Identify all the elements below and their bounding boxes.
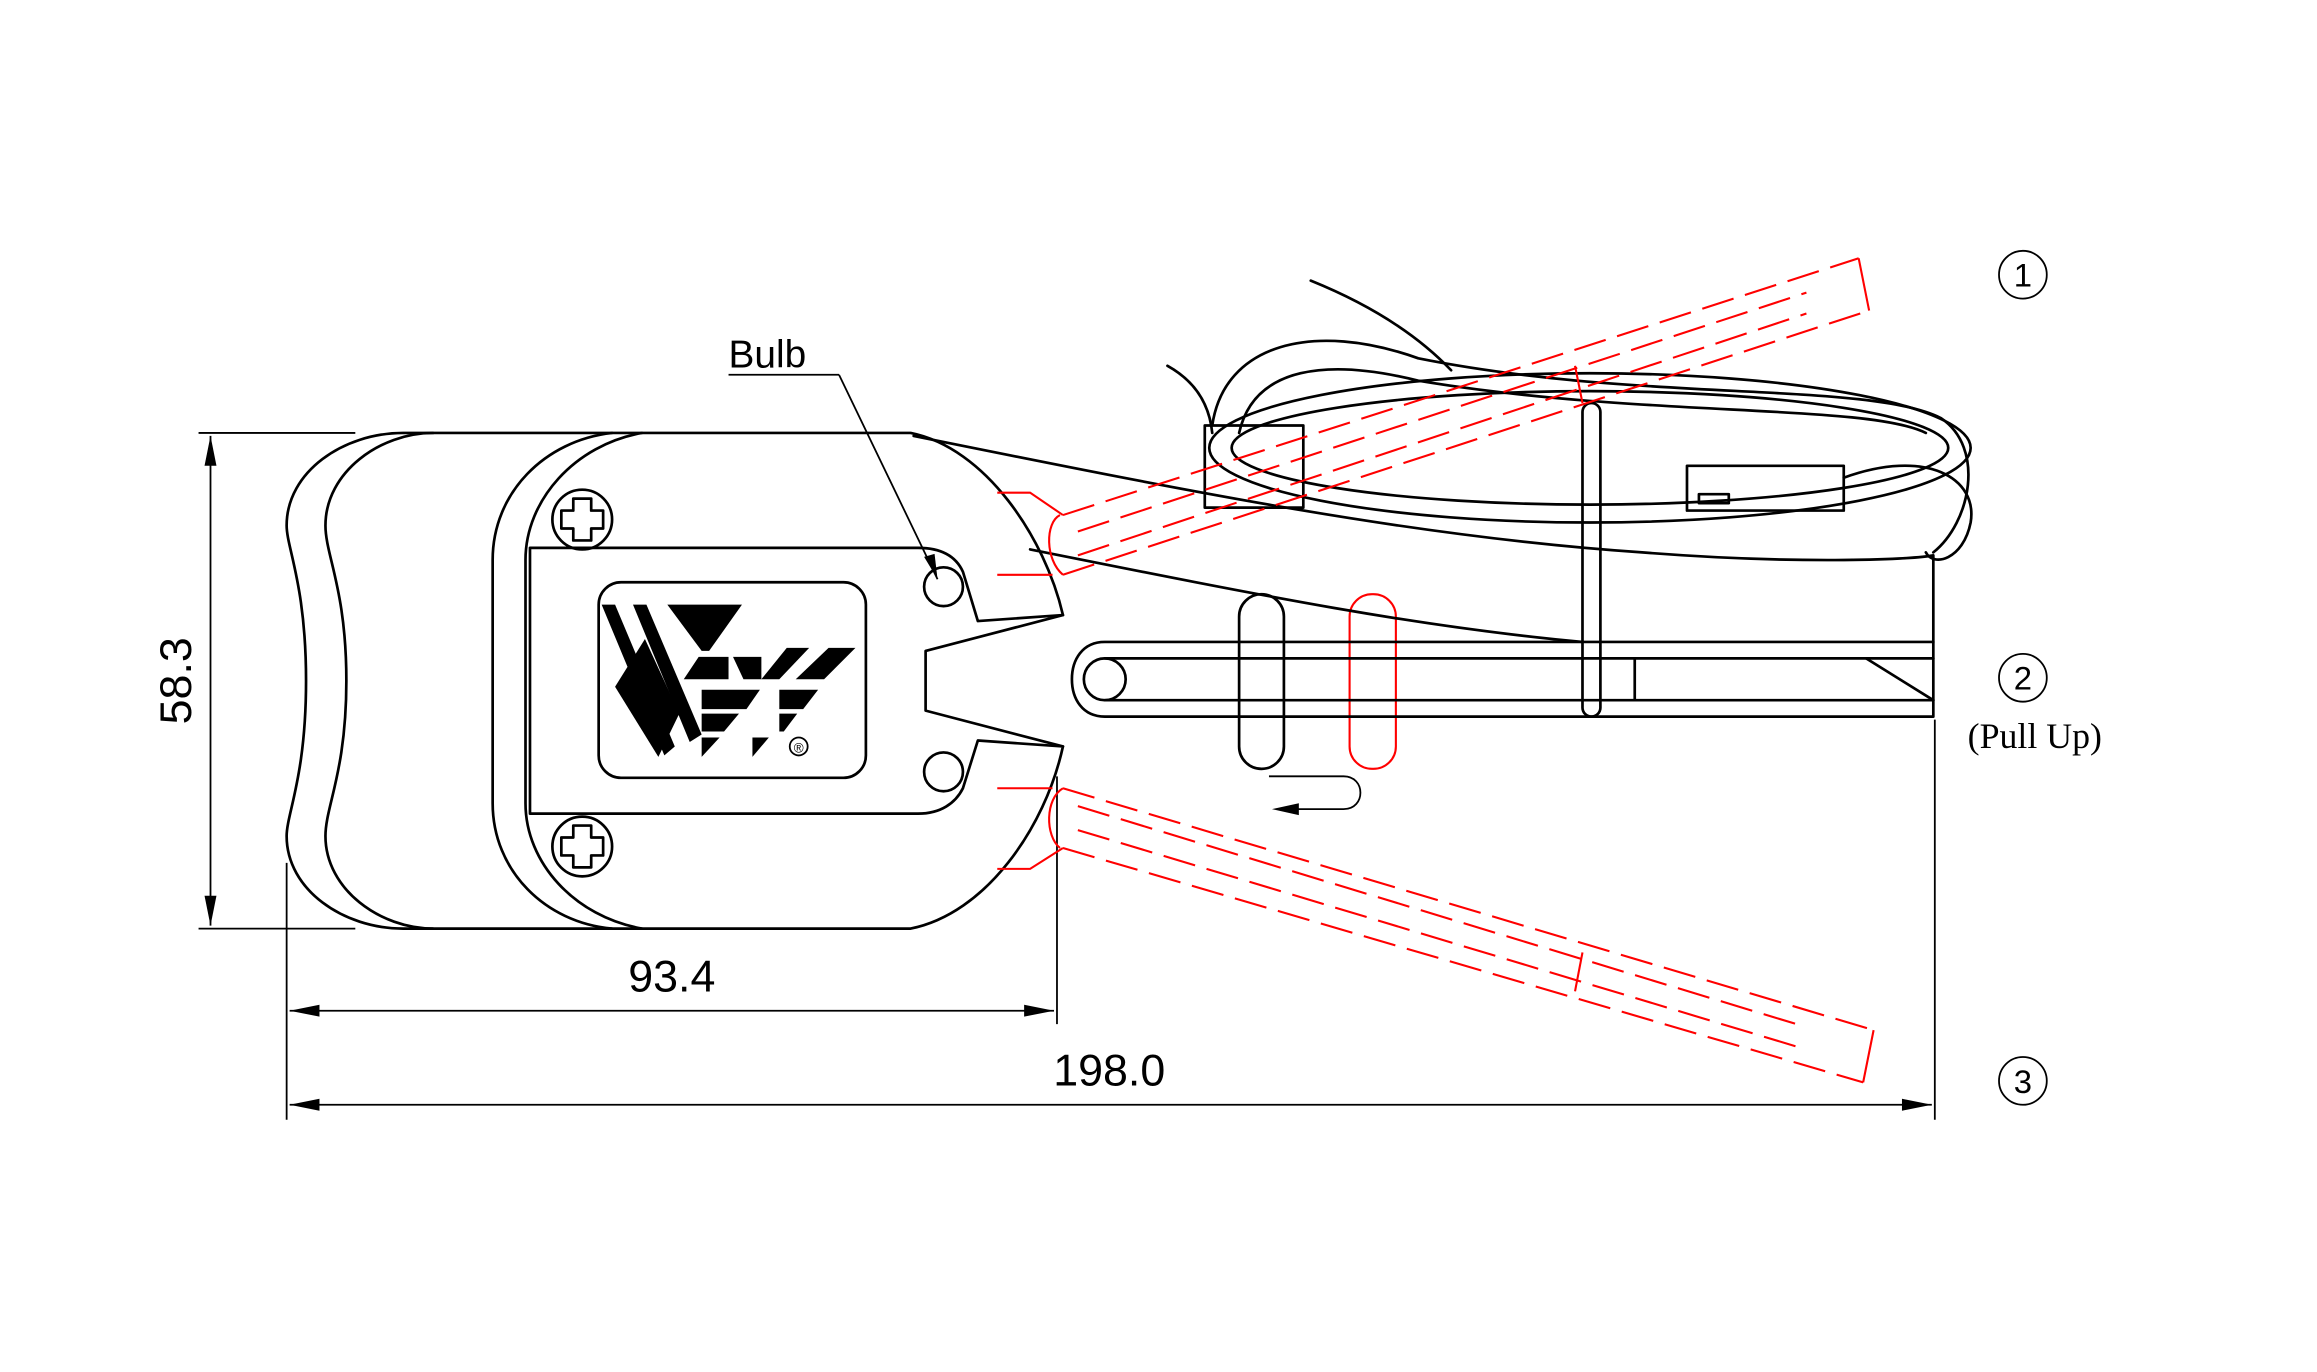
svg-text:3: 3 [2014, 1063, 2032, 1100]
probe-pulled-up [1070, 640, 1935, 718]
screw-top [551, 488, 614, 551]
svg-text:2: 2 [2014, 660, 2032, 697]
screw-bottom [551, 815, 614, 878]
slot-black [1237, 592, 1286, 771]
length-dimensions: 93.4 198.0 [285, 719, 1936, 1120]
height-label: 58.3 [151, 637, 201, 724]
position-marker-3: 3 [1998, 1056, 2048, 1106]
pull-arrow [1268, 775, 1362, 816]
test-lead-cable [912, 279, 1973, 718]
registered-mark: ® [794, 740, 804, 755]
brand-logo: ® [597, 580, 868, 780]
height-dimension: 58.3 [151, 432, 356, 930]
slot-red [1348, 593, 1397, 770]
bulb-top [922, 565, 965, 608]
position-marker-1: 1 [1998, 249, 2048, 300]
tester-body [285, 431, 1065, 930]
probe-position-3 [997, 787, 1875, 1084]
body-length-label: 93.4 [628, 951, 715, 1001]
svg-text:1: 1 [2014, 257, 2032, 294]
bulb-label: Bulb [729, 333, 807, 376]
bulb-callout: Bulb [729, 333, 939, 580]
total-length-label: 198.0 [1053, 1045, 1165, 1095]
probe-position-1 [997, 257, 1871, 576]
position-marker-2: 2 (Pull Up) [1968, 653, 2102, 756]
bulb-bottom [922, 751, 965, 793]
pull-up-note: (Pull Up) [1968, 716, 2102, 756]
